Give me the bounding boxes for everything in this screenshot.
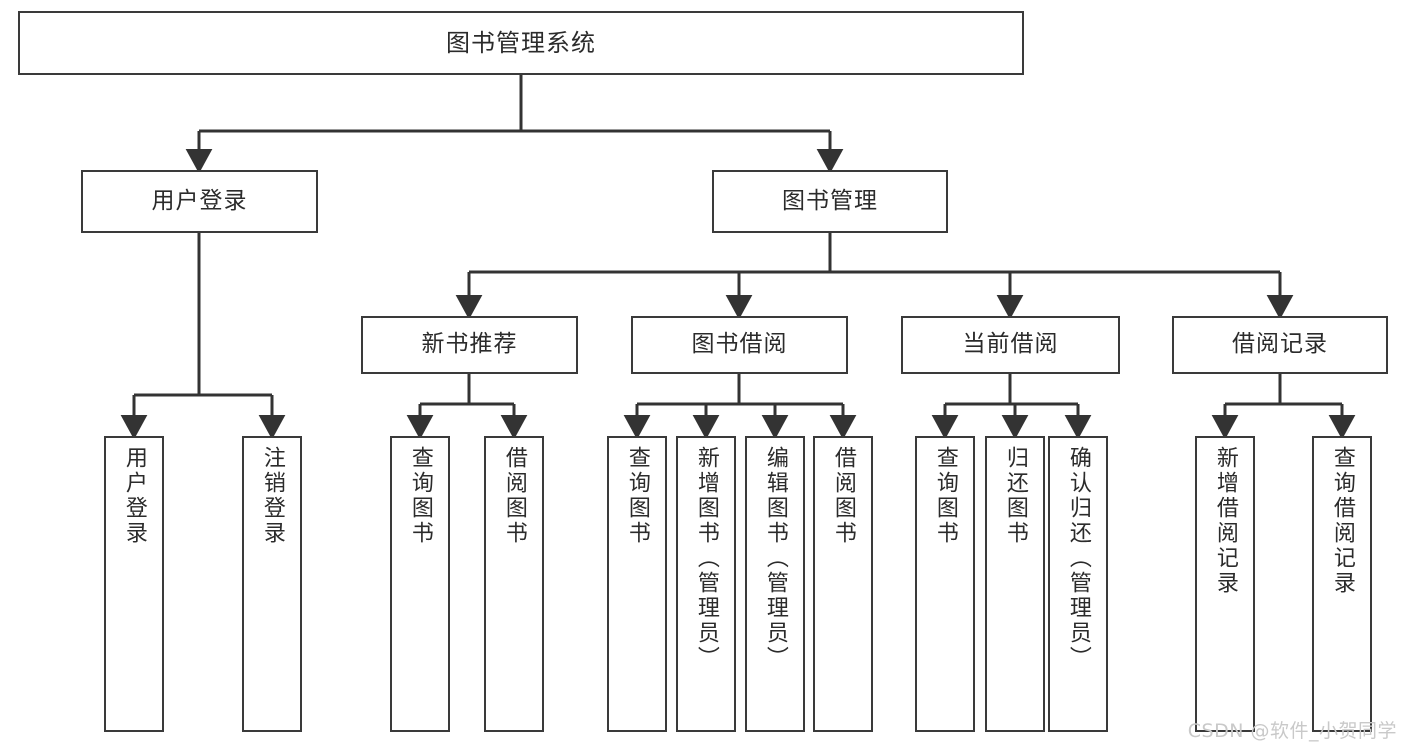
node-leaf-add-record-label: 新增借阅记录 — [1212, 446, 1238, 596]
node-leaf-confirm-return-label: 确认归还（管理员） — [1065, 446, 1091, 671]
node-book-borrow[interactable]: 图书借阅 — [631, 316, 848, 374]
node-new-book-rec-label: 新书推荐 — [421, 331, 518, 358]
node-leaf-query-book-1-label: 查询图书 — [407, 446, 433, 546]
node-leaf-query-book-2[interactable]: 查询图书 — [607, 436, 667, 732]
node-leaf-query-book-1[interactable]: 查询图书 — [390, 436, 450, 732]
node-leaf-query-book-3-label: 查询图书 — [932, 446, 958, 546]
node-leaf-logout-label: 注销登录 — [259, 446, 285, 546]
node-leaf-borrow-book-2-label: 借阅图书 — [830, 446, 856, 546]
node-user-login[interactable]: 用户登录 — [81, 170, 318, 233]
node-leaf-query-book-2-label: 查询图书 — [624, 446, 650, 546]
node-book-manage[interactable]: 图书管理 — [712, 170, 948, 233]
node-root[interactable]: 图书管理系统 — [18, 11, 1024, 75]
node-book-borrow-label: 图书借阅 — [691, 331, 788, 358]
node-leaf-add-book[interactable]: 新增图书（管理员） — [676, 436, 736, 732]
node-user-login-label: 用户登录 — [151, 187, 248, 214]
node-leaf-borrow-book-1[interactable]: 借阅图书 — [484, 436, 544, 732]
node-leaf-confirm-return[interactable]: 确认归还（管理员） — [1048, 436, 1108, 732]
node-new-book-rec[interactable]: 新书推荐 — [361, 316, 578, 374]
node-leaf-return-book-label: 归还图书 — [1002, 446, 1028, 546]
node-leaf-query-record-label: 查询借阅记录 — [1329, 446, 1355, 596]
node-leaf-add-record[interactable]: 新增借阅记录 — [1195, 436, 1255, 732]
node-borrow-record[interactable]: 借阅记录 — [1172, 316, 1388, 374]
node-leaf-return-book[interactable]: 归还图书 — [985, 436, 1045, 732]
node-borrow-record-label: 借阅记录 — [1232, 331, 1328, 358]
node-leaf-user-login-label: 用户登录 — [121, 446, 147, 546]
node-leaf-borrow-book-2[interactable]: 借阅图书 — [813, 436, 873, 732]
node-leaf-add-book-label: 新增图书（管理员） — [693, 446, 719, 671]
node-leaf-edit-book-label: 编辑图书（管理员） — [762, 446, 788, 671]
node-leaf-query-book-3[interactable]: 查询图书 — [915, 436, 975, 732]
node-book-manage-label: 图书管理 — [782, 187, 878, 214]
node-current-borrow[interactable]: 当前借阅 — [901, 316, 1120, 374]
node-leaf-borrow-book-1-label: 借阅图书 — [501, 446, 527, 546]
node-current-borrow-label: 当前借阅 — [962, 331, 1059, 358]
csdn-watermark: CSDN @软件_小贺同学 — [1187, 720, 1397, 742]
node-root-label: 图书管理系统 — [446, 28, 596, 57]
node-leaf-user-login[interactable]: 用户登录 — [104, 436, 164, 732]
node-leaf-logout[interactable]: 注销登录 — [242, 436, 302, 732]
node-leaf-query-record[interactable]: 查询借阅记录 — [1312, 436, 1372, 732]
node-leaf-edit-book[interactable]: 编辑图书（管理员） — [745, 436, 805, 732]
